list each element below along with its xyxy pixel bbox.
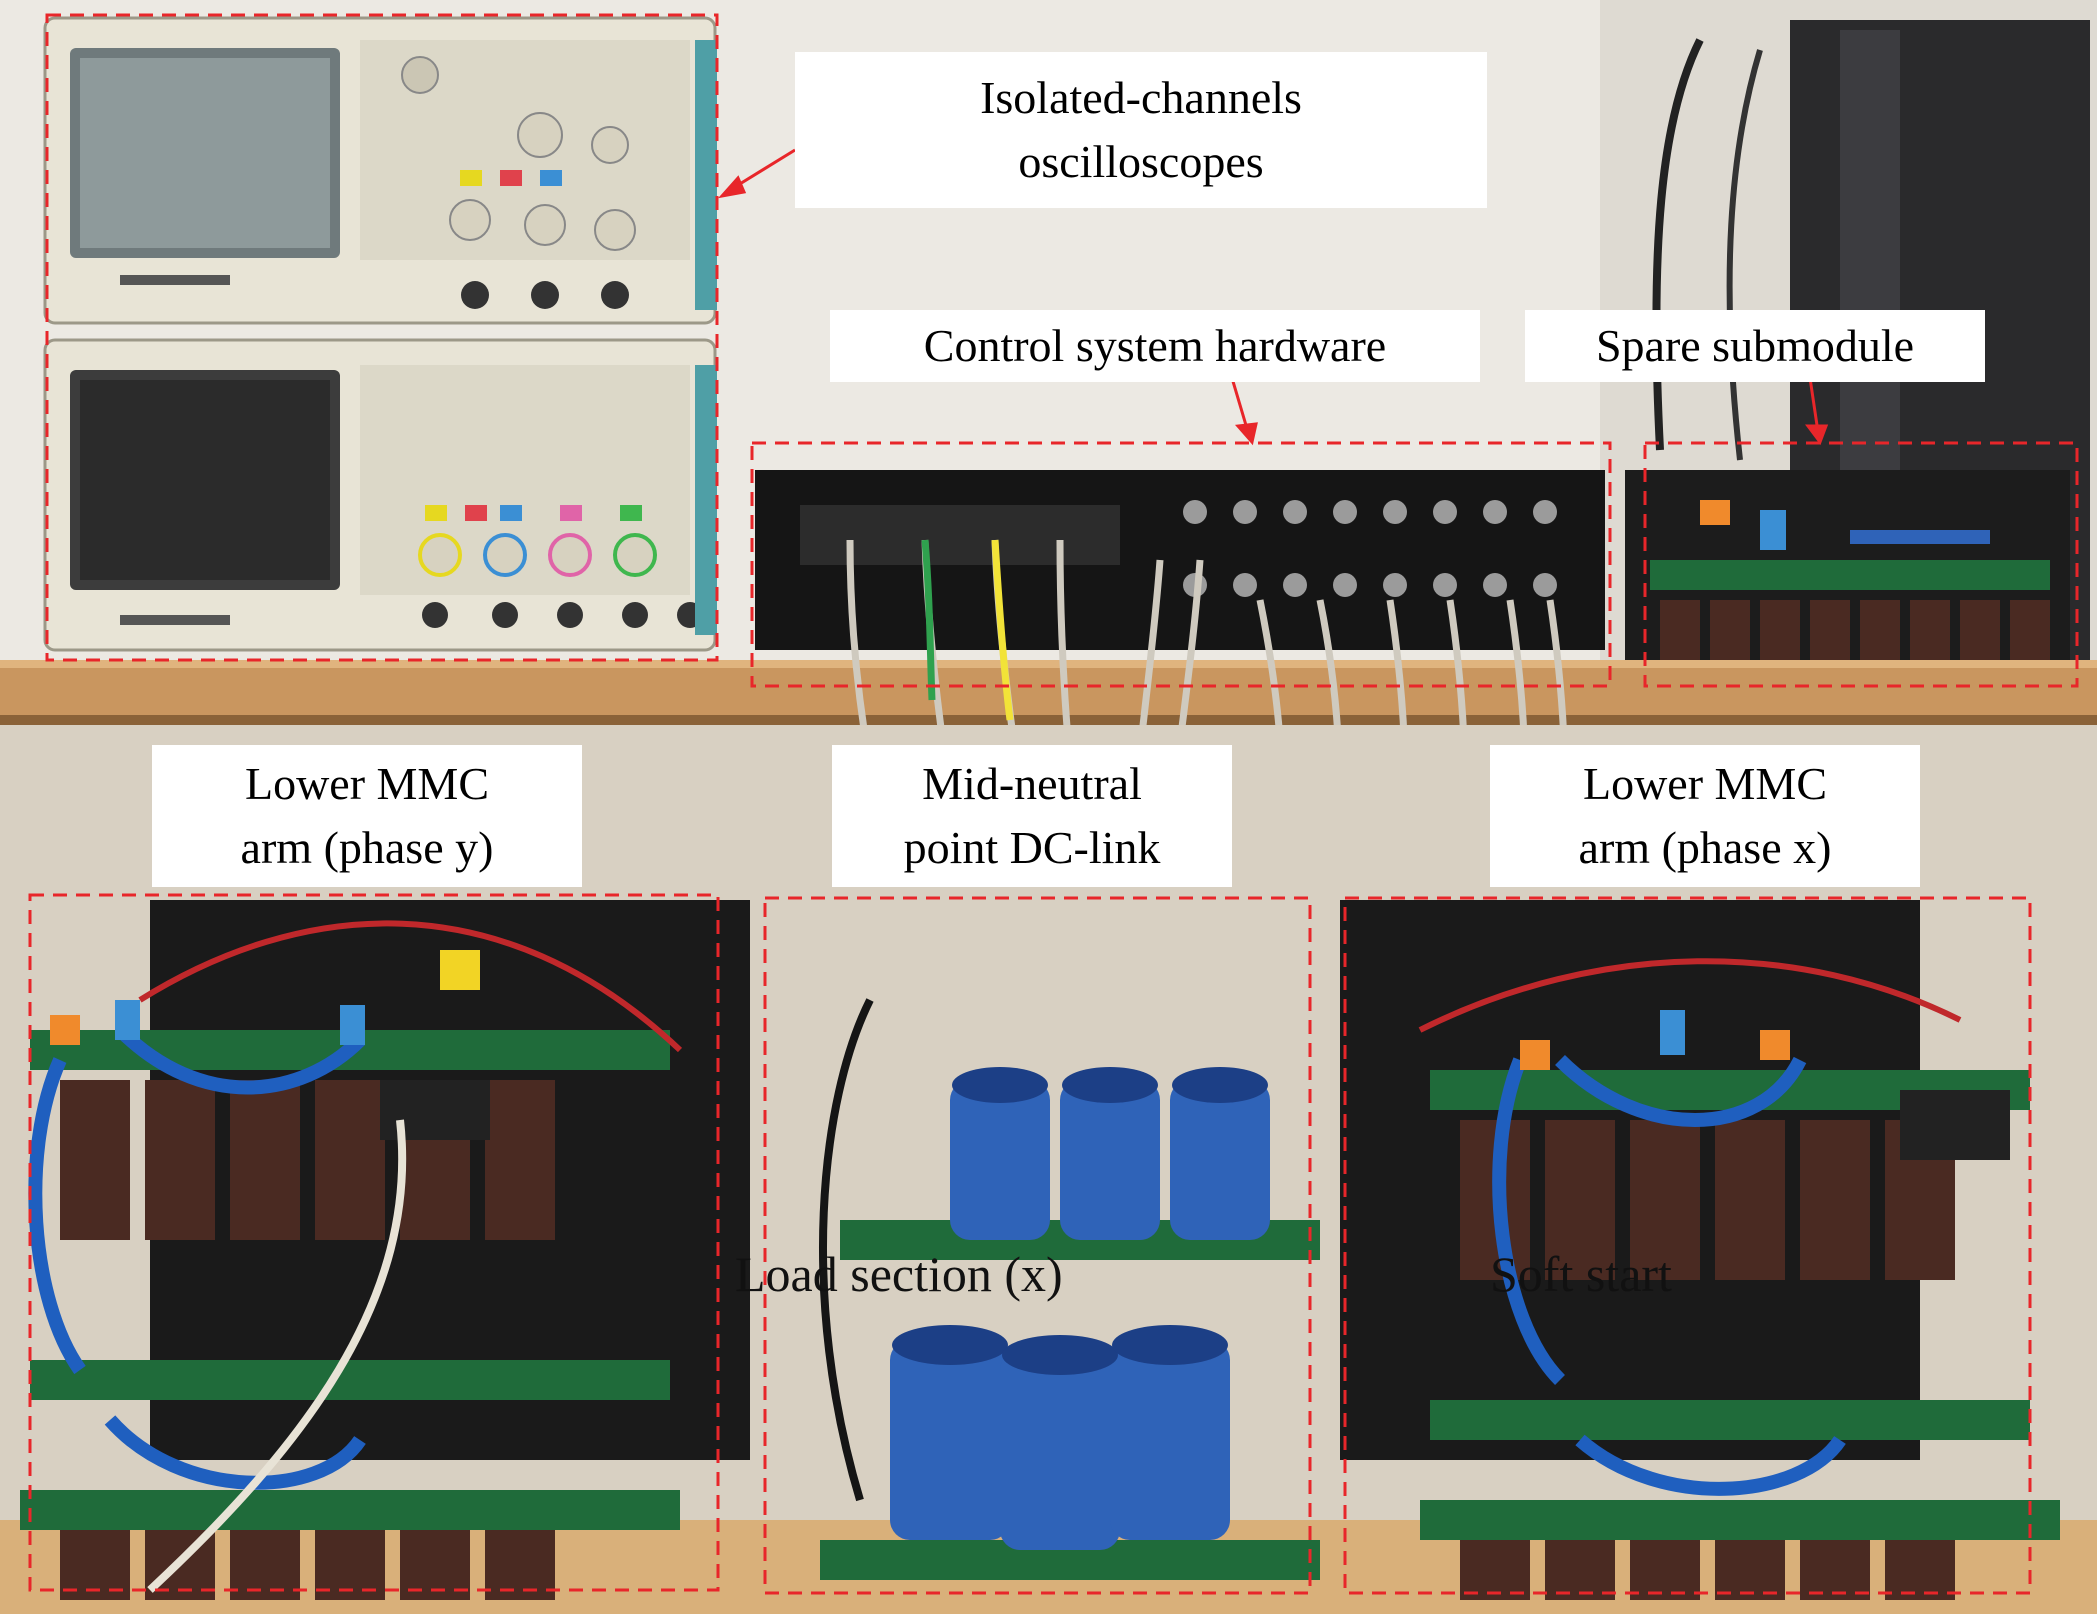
label-lower-y-line2: arm (phase y) <box>240 822 494 873</box>
label-mid-neutral: Mid-neutral point DC-link <box>832 745 1232 887</box>
frame-control-hardware <box>750 441 1612 688</box>
label-oscilloscopes: Isolated-channels oscilloscopes <box>795 52 1487 208</box>
label-spare-submodule: Spare submodule <box>1525 310 1985 382</box>
frame-lower-y <box>28 893 720 1592</box>
label-lower-y: Lower MMC arm (phase y) <box>152 745 582 887</box>
mid-neutral-dc-link <box>818 998 1320 1580</box>
spare-submodule-board <box>1625 470 2070 660</box>
label-spare-submodule-text: Spare submodule <box>1595 320 1915 371</box>
upper-shelf <box>0 660 2097 720</box>
label-load-section: Load section (x) <box>735 1246 1063 1302</box>
frame-oscilloscopes <box>45 13 719 662</box>
label-control-hardware: Control system hardware <box>830 310 1480 382</box>
mmc-arm-phase-y <box>20 920 683 1600</box>
control-hardware <box>755 470 1605 650</box>
label-lower-x: Lower MMC arm (phase x) <box>1490 745 1920 887</box>
label-lower-x-line2: arm (phase x) <box>1578 822 1832 873</box>
label-soft-start: Soft start <box>1490 1246 1672 1302</box>
frame-spare-submodule <box>1643 441 2079 688</box>
label-oscilloscopes-line2: oscilloscopes <box>1018 136 1264 187</box>
label-oscilloscopes-line1: Isolated-channels <box>980 72 1302 123</box>
label-mid-neutral-line1: Mid-neutral <box>922 758 1142 809</box>
label-control-hardware-text: Control system hardware <box>923 320 1387 371</box>
oscilloscope-bottom <box>43 338 717 652</box>
label-lower-y-line1: Lower MMC <box>244 758 490 809</box>
mmc-arm-phase-x <box>1418 958 2060 1600</box>
label-lower-x-line1: Lower MMC <box>1582 758 1828 809</box>
label-mid-neutral-line2: point DC-link <box>903 822 1161 873</box>
oscilloscope-top <box>43 16 717 325</box>
